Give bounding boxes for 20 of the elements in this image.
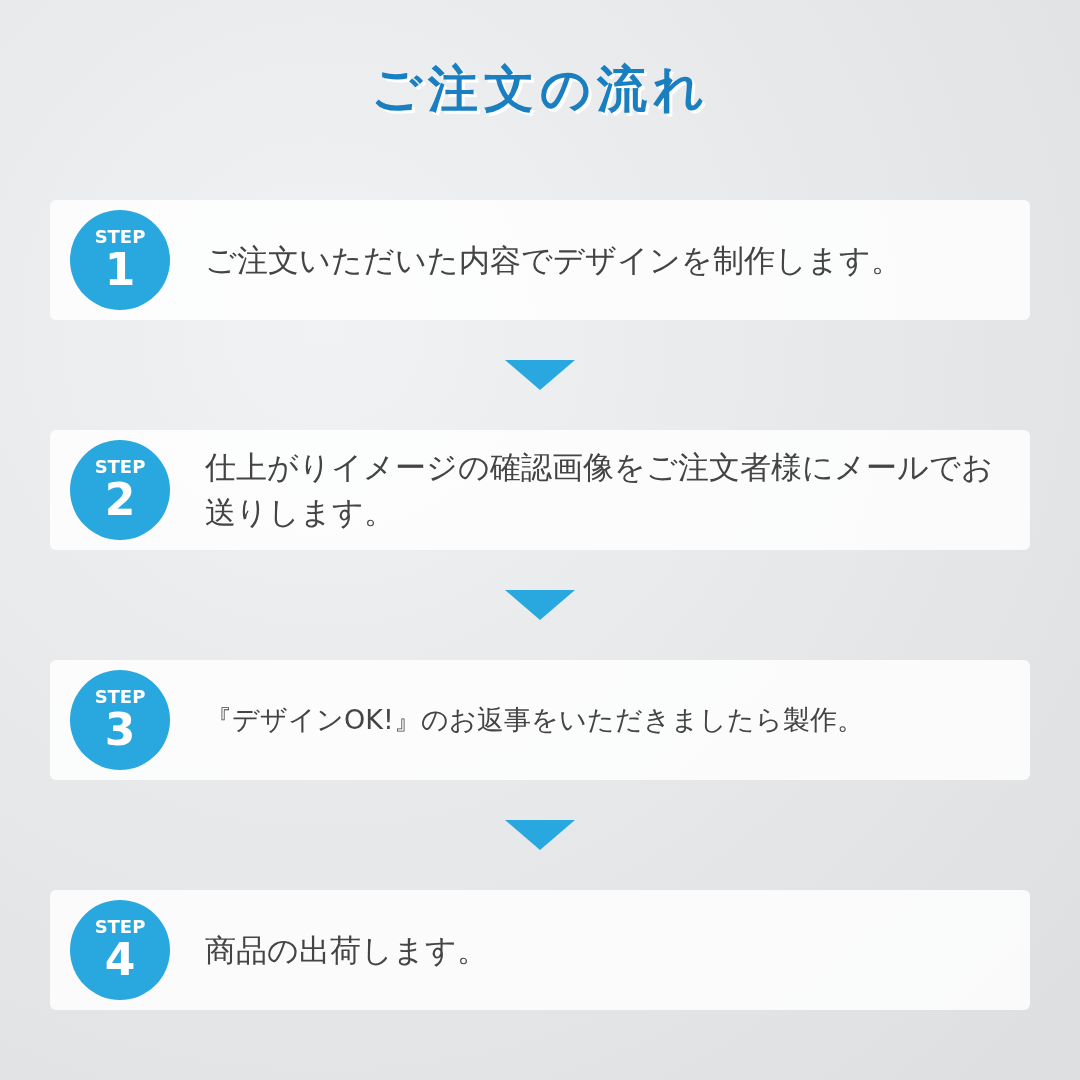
title: ご注文の流れ [370, 59, 710, 120]
step-description: 『デザインOK!』のお返事をいただきましたら製作。 [205, 703, 865, 738]
step-label: STEP [94, 918, 146, 936]
step-card [50, 890, 1030, 1010]
step-card [50, 660, 1030, 780]
arrow [505, 820, 575, 850]
step-description: 仕上がりイメージの確認画像をご注文者様にメールでお送りします。 [205, 448, 994, 532]
step-number: 4 [104, 938, 136, 982]
step-label: STEP [94, 228, 146, 246]
arrow [505, 360, 575, 390]
step-label: STEP [94, 458, 146, 476]
step-description: 商品の出荷します。 [205, 930, 489, 970]
step-card [50, 430, 1030, 550]
step-number: 1 [104, 248, 136, 292]
step-card [50, 200, 1030, 320]
step-number: 3 [104, 708, 136, 752]
step-label: STEP [94, 688, 146, 706]
arrow [505, 590, 575, 620]
step-description: ご注文いただいた内容でデザインを制作します。 [205, 240, 903, 280]
step-number: 2 [104, 478, 136, 522]
